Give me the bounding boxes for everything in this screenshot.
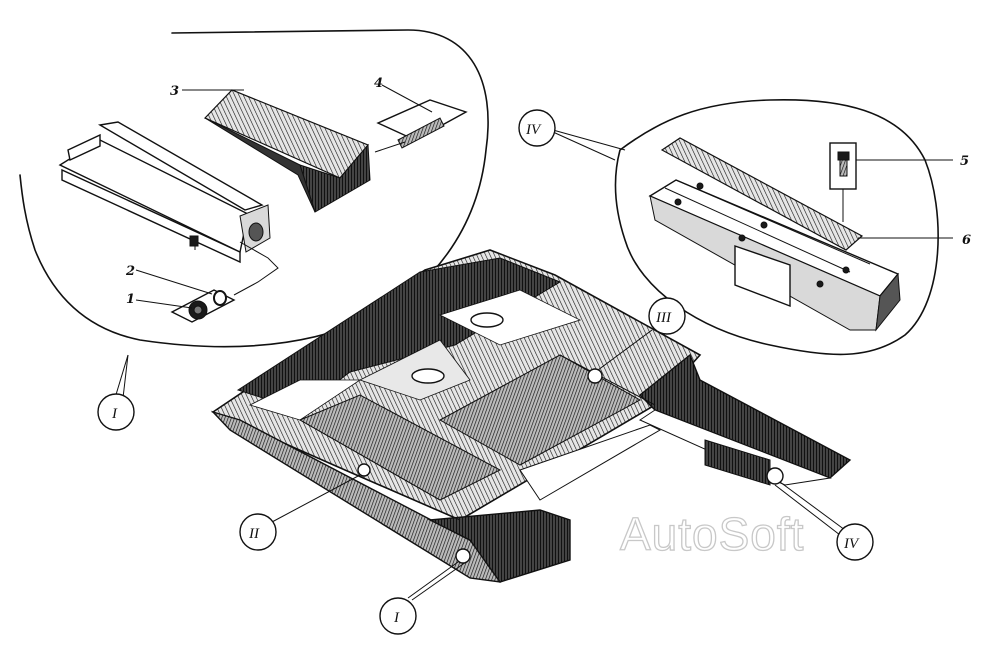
main-view-markers: II III IV I — [239, 297, 874, 635]
view-marker-IV-detail-label: IV — [525, 122, 542, 138]
view-marker-I-main-label: I — [393, 610, 400, 626]
nut-washer-parts — [170, 241, 279, 323]
detail-I-outline — [19, 29, 489, 348]
bolt-part-4 — [374, 99, 468, 153]
cover-plate-part-3 — [203, 89, 371, 213]
detail-view-IV: 5 6 IV — [518, 98, 971, 356]
view-marker-II-label: II — [248, 526, 260, 542]
view-marker-III-label: III — [655, 310, 672, 326]
view-marker-IV-main — [836, 523, 874, 561]
bolt-part-5 — [829, 142, 857, 222]
callout-1: 1 — [126, 292, 135, 307]
watermark-logo: AutoSoft — [620, 508, 804, 560]
view-marker-II — [239, 513, 277, 551]
callout-5: 5 — [960, 154, 969, 169]
callout-6: 6 — [962, 233, 971, 248]
detail-view-I: 3 4 2 1 I — [19, 29, 489, 431]
view-marker-III — [648, 297, 686, 335]
strip-part-6 — [660, 137, 864, 251]
callout-2: 2 — [125, 264, 135, 279]
floor-assembly — [210, 249, 852, 583]
view-marker-I-main — [379, 597, 417, 635]
detail-IV-outline — [614, 98, 939, 356]
view-marker-I-detail-label: I — [111, 406, 118, 422]
callout-3: 3 — [170, 84, 179, 99]
callout-4: 4 — [374, 76, 383, 91]
view-marker-I-detail — [97, 393, 135, 431]
view-marker-IV-detail — [518, 109, 556, 147]
view-marker-IV-main-label: IV — [843, 536, 860, 552]
bracket-part — [58, 121, 271, 264]
